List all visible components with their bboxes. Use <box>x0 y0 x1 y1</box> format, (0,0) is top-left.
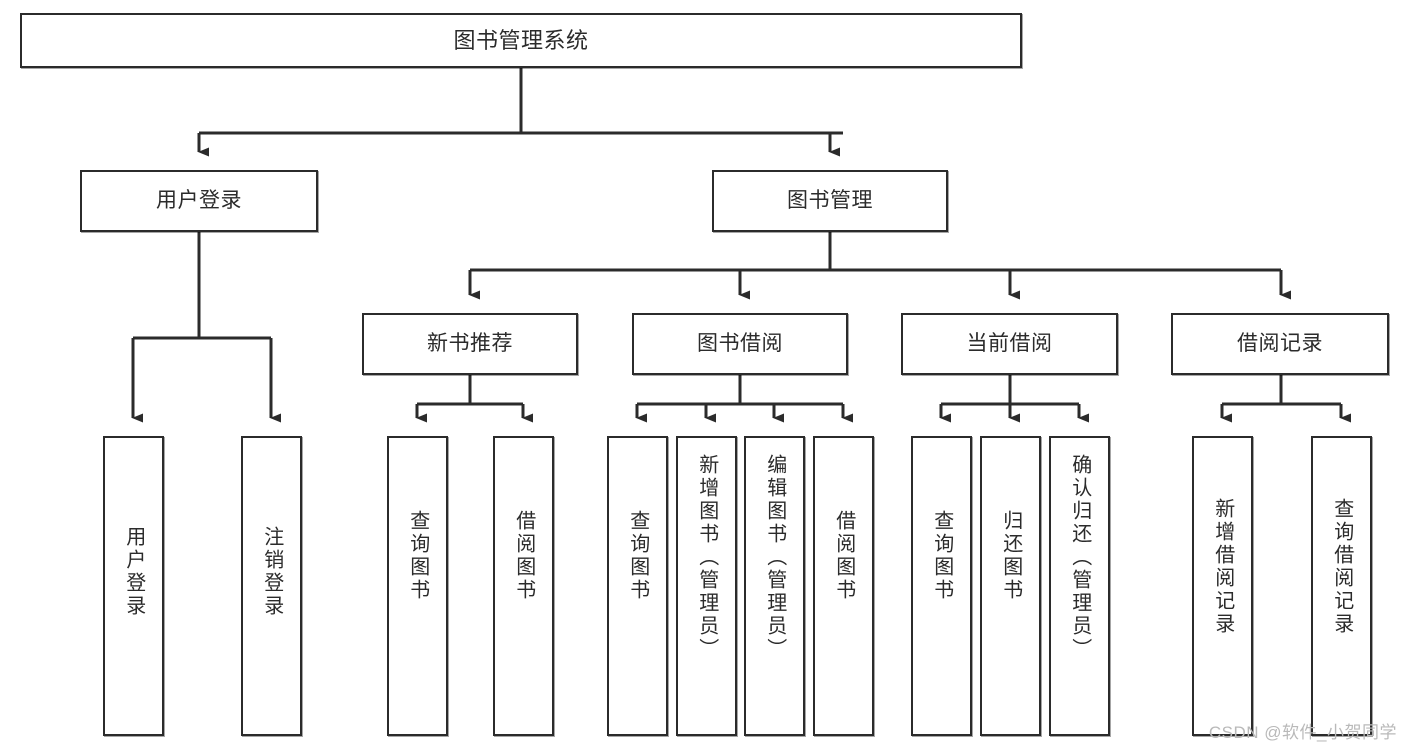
csdn-watermark: CSDN @软件_小贺同学 <box>1208 723 1397 742</box>
node-leaf-user-login[interactable]: 用户登录 <box>103 436 164 736</box>
node-leaf-br-query-record[interactable]: 查询借阅记录 <box>1311 436 1372 736</box>
node-leaf-bb-add-book-admin-label: 新增图书（管理员） <box>695 454 718 661</box>
node-leaf-bb-borrow-book-label: 借阅图书 <box>832 510 855 602</box>
node-book-borrowing[interactable]: 图书借阅 <box>632 313 848 375</box>
node-book-management[interactable]: 图书管理 <box>712 170 948 232</box>
node-new-book-recommendation-label: 新书推荐 <box>427 331 513 355</box>
node-book-management-label: 图书管理 <box>787 188 873 212</box>
node-leaf-br-add-record[interactable]: 新增借阅记录 <box>1192 436 1253 736</box>
node-leaf-logout[interactable]: 注销登录 <box>241 436 302 736</box>
node-user-login[interactable]: 用户登录 <box>80 170 318 232</box>
node-leaf-br-query-record-label: 查询借阅记录 <box>1330 498 1353 636</box>
node-leaf-bb-add-book-admin[interactable]: 新增图书（管理员） <box>676 436 737 736</box>
node-borrowing-record[interactable]: 借阅记录 <box>1171 313 1389 375</box>
node-leaf-rec-borrow-book-label: 借阅图书 <box>512 510 535 602</box>
node-leaf-bb-borrow-book[interactable]: 借阅图书 <box>813 436 874 736</box>
node-leaf-br-add-record-label: 新增借阅记录 <box>1211 498 1234 636</box>
node-leaf-cb-return-book[interactable]: 归还图书 <box>980 436 1041 736</box>
node-leaf-rec-query-book[interactable]: 查询图书 <box>387 436 448 736</box>
node-root-label: 图书管理系统 <box>453 27 589 53</box>
node-current-borrowing[interactable]: 当前借阅 <box>901 313 1118 375</box>
node-leaf-logout-label: 注销登录 <box>260 526 283 618</box>
node-leaf-bb-edit-book-admin-label: 编辑图书（管理员） <box>763 454 786 661</box>
node-leaf-cb-confirm-return-admin[interactable]: 确认归还（管理员） <box>1049 436 1110 736</box>
node-leaf-cb-confirm-return-admin-label: 确认归还（管理员） <box>1068 454 1091 661</box>
node-leaf-bb-edit-book-admin[interactable]: 编辑图书（管理员） <box>744 436 805 736</box>
node-current-borrowing-label: 当前借阅 <box>966 331 1053 355</box>
node-new-book-recommendation[interactable]: 新书推荐 <box>362 313 578 375</box>
node-leaf-bb-query-book-label: 查询图书 <box>626 510 649 602</box>
node-root-book-management-system[interactable]: 图书管理系统 <box>20 13 1022 68</box>
node-leaf-rec-query-book-label: 查询图书 <box>406 510 429 602</box>
node-book-borrowing-label: 图书借阅 <box>697 331 783 355</box>
node-leaf-rec-borrow-book[interactable]: 借阅图书 <box>493 436 554 736</box>
node-leaf-cb-query-book-label: 查询图书 <box>930 510 953 602</box>
node-borrowing-record-label: 借阅记录 <box>1237 331 1323 355</box>
node-leaf-cb-return-book-label: 归还图书 <box>999 510 1022 602</box>
node-leaf-cb-query-book[interactable]: 查询图书 <box>911 436 972 736</box>
node-leaf-bb-query-book[interactable]: 查询图书 <box>607 436 668 736</box>
node-leaf-user-login-label: 用户登录 <box>122 526 145 618</box>
node-user-login-label: 用户登录 <box>156 188 242 212</box>
